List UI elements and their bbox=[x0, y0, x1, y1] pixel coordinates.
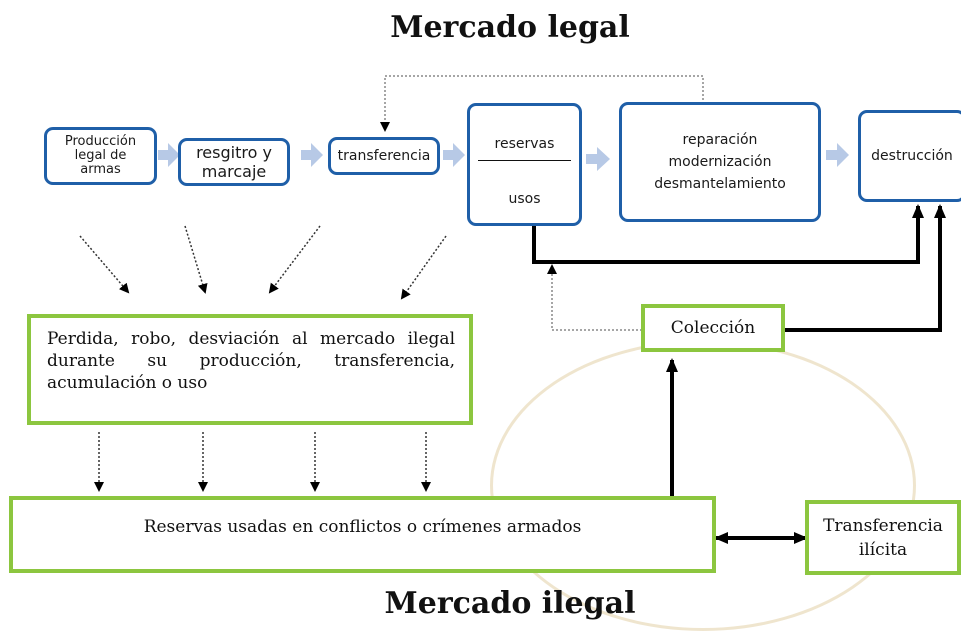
title-mercado-ilegal: Mercado ilegal bbox=[384, 586, 636, 621]
box-coleccion: Colección bbox=[641, 304, 785, 352]
destruccion-label: destrucción bbox=[871, 148, 953, 164]
dotted-arrow-produccion bbox=[79, 235, 130, 294]
box-reservas-usos: reservas usos bbox=[467, 103, 582, 226]
transferencia-ilicita-label: Transferencia ilícita bbox=[823, 515, 943, 560]
flow-arrow-3 bbox=[443, 143, 465, 167]
coleccion-label: Colección bbox=[670, 318, 756, 338]
title-mercado-legal: Mercado legal bbox=[390, 10, 630, 45]
registro-label: resgitro y marcaje bbox=[196, 143, 272, 181]
reservas-label: reservas bbox=[494, 136, 555, 152]
produccion-label: Producción legal de armas bbox=[64, 134, 137, 177]
reparacion-line-1: reparación bbox=[682, 132, 758, 148]
perdida-label: Perdida, robo, desviación al mercado ile… bbox=[47, 329, 455, 393]
dotted-arrow-registro bbox=[184, 225, 208, 294]
box-destruccion: destrucción bbox=[858, 110, 961, 202]
flow-arrow-2 bbox=[301, 143, 323, 167]
box-reservas-conflictos: Reservas usadas en conflictos o crímenes… bbox=[9, 496, 716, 573]
box-perdida-robo: Perdida, robo, desviación al mercado ile… bbox=[27, 314, 473, 425]
dotted-feedback-loop bbox=[380, 75, 704, 132]
flow-arrow-5 bbox=[826, 143, 849, 167]
reservas-usos-divider bbox=[478, 160, 571, 161]
coleccion-to-destruccion-connector bbox=[784, 204, 946, 332]
box-transferencia: transferencia bbox=[328, 137, 440, 175]
usos-to-destruccion-connector bbox=[532, 204, 924, 264]
box-registro-marcaje: resgitro y marcaje bbox=[178, 138, 290, 186]
coleccion-to-usos-dotted bbox=[547, 264, 642, 331]
usos-label: usos bbox=[508, 191, 541, 207]
reparacion-text-group: reparación modernización desmantelamient… bbox=[654, 129, 786, 195]
box-transferencia-ilicita: Transferencia ilícita bbox=[805, 500, 961, 575]
transferencia-label: transferencia bbox=[337, 148, 431, 164]
flow-arrow-1 bbox=[158, 143, 180, 167]
reparacion-line-3: desmantelamiento bbox=[654, 176, 786, 192]
box-produccion-legal: Producción legal de armas bbox=[44, 127, 157, 185]
dotted-arrow-usos bbox=[400, 235, 447, 300]
flow-arrow-4 bbox=[586, 147, 610, 171]
reparacion-line-2: modernización bbox=[668, 154, 772, 170]
reservas-conflictos-label: Reservas usadas en conflictos o crímenes… bbox=[143, 517, 582, 537]
dotted-arrow-transferencia bbox=[268, 225, 321, 294]
box-reparacion: reparación modernización desmantelamient… bbox=[619, 102, 821, 222]
